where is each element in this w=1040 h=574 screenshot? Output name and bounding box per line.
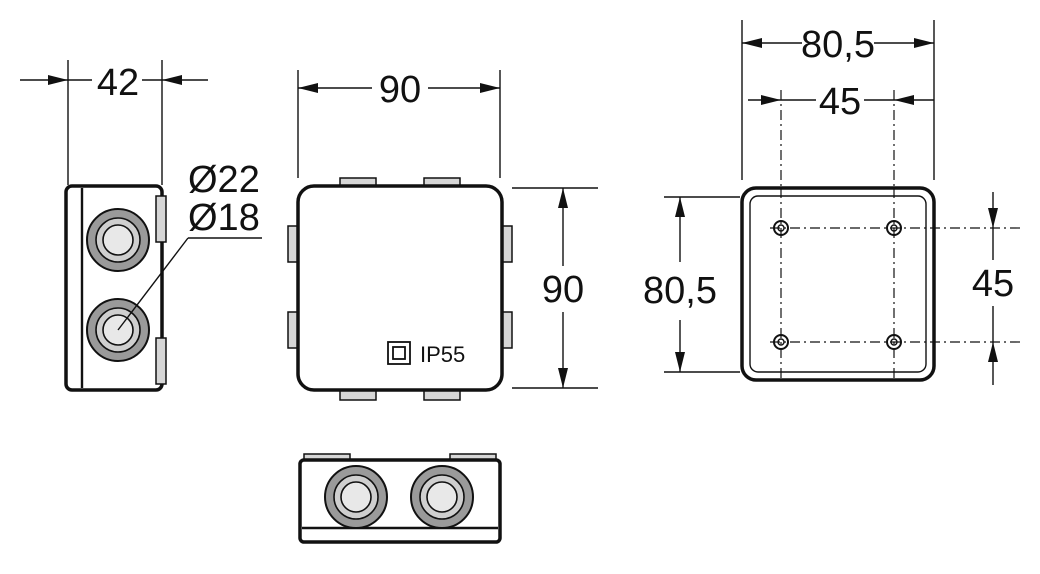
back-hole-width-label: 45 (819, 81, 861, 123)
ip-rating-label: IP55 (420, 342, 465, 367)
back-outer-height-label: 80,5 (643, 270, 717, 312)
back-view: 80,5 45 80,5 (643, 20, 1020, 385)
bottom-view (298, 453, 502, 544)
back-outer-width-label: 80,5 (801, 24, 875, 66)
diameter-large-label: Ø22 (188, 159, 260, 201)
diameter-small-label: Ø18 (188, 197, 260, 239)
front-height-label: 90 (542, 269, 584, 311)
front-view: 90 IP55 90 (287, 69, 598, 401)
side-view: 42 Ø22 Ø18 (20, 60, 262, 392)
front-width-label: 90 (379, 69, 421, 111)
back-hole-height-label: 45 (972, 263, 1014, 305)
side-width-label: 42 (97, 62, 139, 104)
